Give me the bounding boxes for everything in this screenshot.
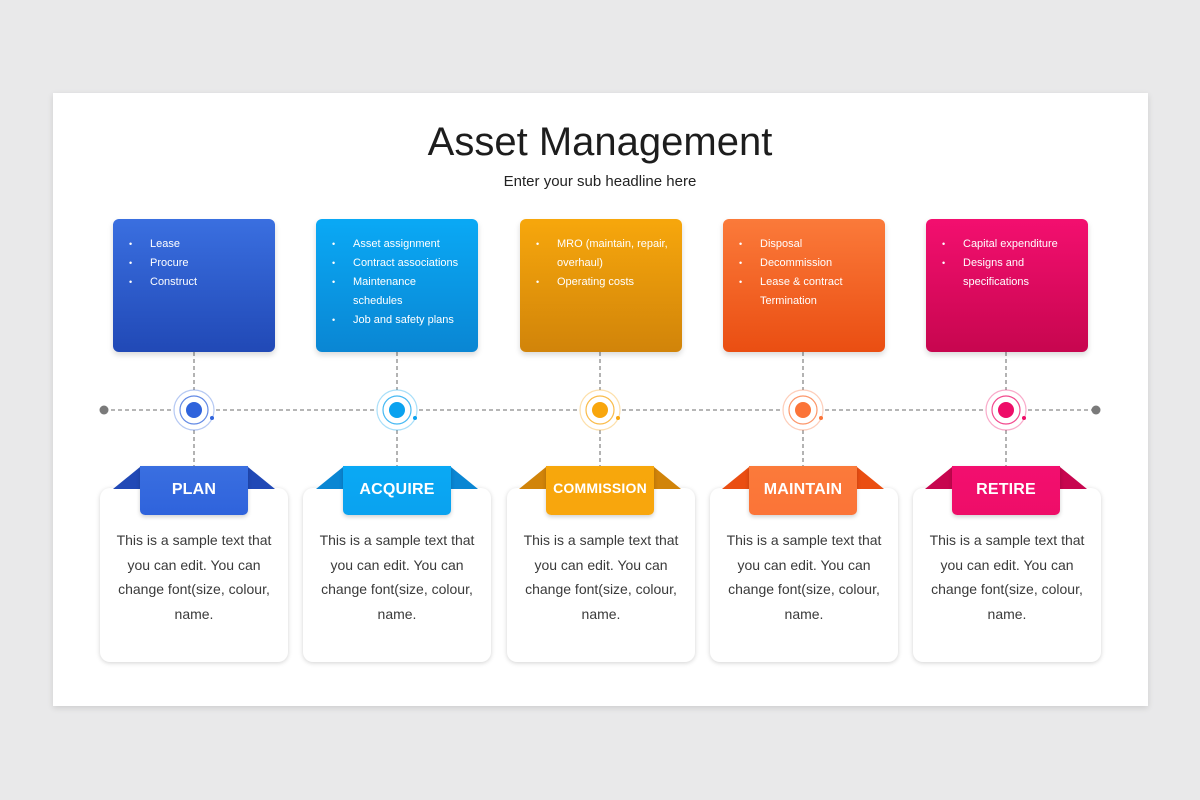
ribbon-fold-right [1060, 467, 1087, 489]
bullet-item: Job and safety plans [330, 311, 468, 330]
stage-details-box: Asset assignment Contract associations M… [316, 219, 478, 352]
ribbon-fold-right [654, 467, 681, 489]
bullet-item: Contract associations [330, 254, 468, 273]
stage-bullet-list: MRO (maintain, repair, overhaul) Operati… [534, 235, 672, 292]
stage-description: This is a sample text that you can edit.… [116, 532, 272, 622]
stage-label: COMMISSION [546, 466, 654, 515]
stage-details-box: MRO (maintain, repair, overhaul) Operati… [520, 219, 682, 352]
bullet-item: MRO (maintain, repair, overhaul) [534, 235, 672, 273]
stage-card: This is a sample text that you can edit.… [507, 488, 695, 662]
stage-description: This is a sample text that you can edit.… [726, 532, 882, 622]
stage-details-box: Disposal Decommission Lease & contract T… [723, 219, 885, 352]
stage-description: This is a sample text that you can edit.… [523, 532, 679, 622]
ribbon-fold-right [248, 467, 275, 489]
stage-label: RETIRE [952, 466, 1060, 515]
bullet-item: Designs and specifications [940, 254, 1078, 292]
stage-bullet-list: Disposal Decommission Lease & contract T… [737, 235, 875, 311]
bullet-item: Lease [127, 235, 265, 254]
page-subtitle: Enter your sub headline here [503, 173, 697, 190]
ribbon-fold-left [316, 467, 343, 489]
stage-label: PLAN [140, 466, 248, 515]
stage-bullet-list: Capital expenditure Designs and specific… [940, 235, 1078, 292]
ribbon-fold-left [113, 467, 140, 489]
bullet-item: Maintenance schedules [330, 273, 468, 311]
stage-description: This is a sample text that you can edit.… [929, 532, 1085, 622]
stage-card: This is a sample text that you can edit.… [710, 488, 898, 662]
ribbon-fold-left [925, 467, 952, 489]
bullet-item: Lease & contract Termination [737, 273, 875, 311]
stage-details-box: Lease Procure Construct [113, 219, 275, 352]
bullet-item: Procure [127, 254, 265, 273]
stage-label: MAINTAIN [749, 466, 857, 515]
bullet-item: Operating costs [534, 273, 672, 292]
page-title: Asset Management [427, 120, 773, 164]
stage-bullet-list: Asset assignment Contract associations M… [330, 235, 468, 330]
stage-label: ACQUIRE [343, 466, 451, 515]
stage-card: This is a sample text that you can edit.… [303, 488, 491, 662]
bullet-item: Asset assignment [330, 235, 468, 254]
bullet-item: Construct [127, 273, 265, 292]
stage-card: This is a sample text that you can edit.… [913, 488, 1101, 662]
stage-bullet-list: Lease Procure Construct [127, 235, 265, 292]
stage-details-box: Capital expenditure Designs and specific… [926, 219, 1088, 352]
bullet-item: Capital expenditure [940, 235, 1078, 254]
ribbon-fold-left [519, 467, 546, 489]
ribbon-fold-left [722, 467, 749, 489]
ribbon-fold-right [857, 467, 884, 489]
bullet-item: Disposal [737, 235, 875, 254]
bullet-item: Decommission [737, 254, 875, 273]
stage-description: This is a sample text that you can edit.… [319, 532, 475, 622]
stage-card: This is a sample text that you can edit.… [100, 488, 288, 662]
ribbon-fold-right [451, 467, 478, 489]
